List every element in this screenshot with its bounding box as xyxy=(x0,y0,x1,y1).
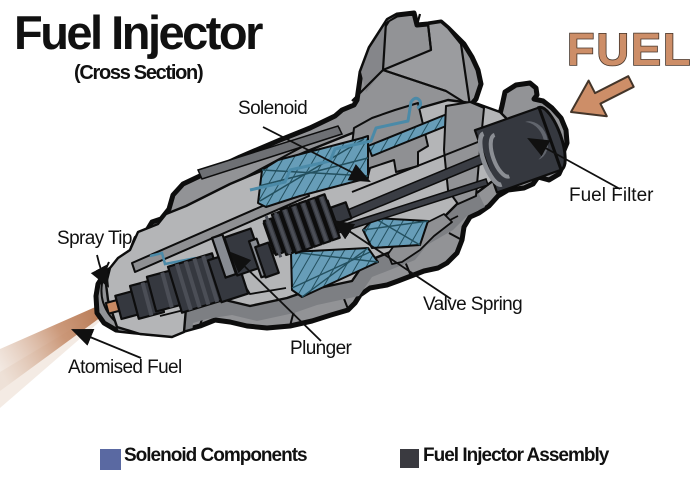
svg-text:FUEL: FUEL xyxy=(567,24,693,75)
